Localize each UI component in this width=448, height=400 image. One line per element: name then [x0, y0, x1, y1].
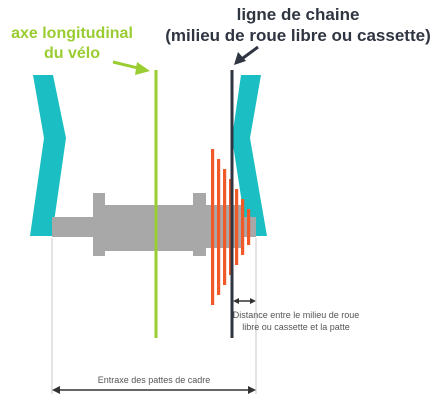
sprocket: [223, 169, 227, 285]
hub-left-flange: [93, 193, 105, 256]
chain-pointer-arrow: [234, 45, 259, 65]
hub-shell: [103, 205, 193, 251]
right-frame-dropout: [232, 75, 267, 236]
sprocket: [247, 209, 251, 245]
axis-label-line2: du vélo: [44, 45, 100, 62]
sprocket: [211, 149, 215, 305]
sprocket: [235, 189, 239, 265]
sprocket: [217, 159, 221, 295]
chain-label-line1: ligne de chaine: [237, 5, 360, 24]
sprocket: [241, 199, 245, 255]
axis-label-line1: axe longitudinal: [11, 25, 133, 42]
axis-pointer-arrow: [112, 60, 150, 75]
distance-label-line2: libre ou cassette et la patte: [242, 322, 350, 332]
hub-right-flange: [193, 193, 206, 256]
left-frame-dropout: [30, 75, 66, 236]
chain-label-line2: (milieu de roue libre ou cassette): [165, 26, 430, 45]
entraxe-label: Entraxe des pattes de cadre: [98, 375, 211, 385]
distance-label-line1: Distance entre le milieu de roue: [233, 310, 360, 320]
entraxe-dimension-arrow: [52, 386, 256, 394]
distance-dimension-arrow: [233, 298, 256, 304]
